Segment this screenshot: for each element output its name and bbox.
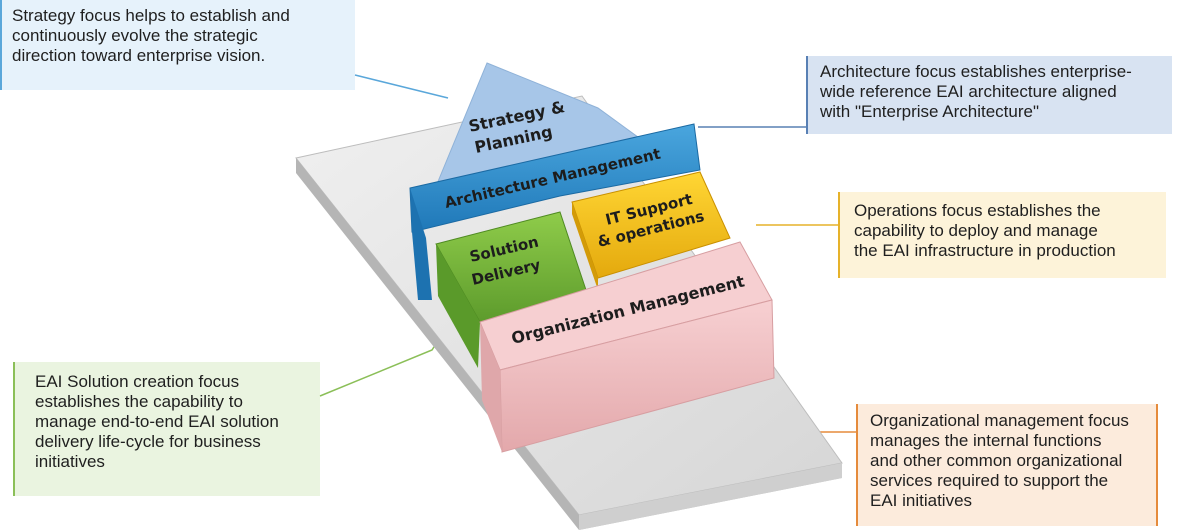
it-support-block: IT Support & operations — [571, 171, 731, 290]
architecture-callout: Architecture focus establishes enterpris… — [806, 56, 1172, 134]
operations-callout: Operations focus establishes the capabil… — [838, 192, 1166, 278]
strategy-connector — [354, 74, 449, 99]
solution-callout: EAI Solution creation focus establishes … — [13, 362, 320, 496]
organization-callout: Organizational management focus manages … — [856, 404, 1158, 526]
organization-management-block: Organization Management — [479, 241, 775, 453]
strategy-callout: Strategy focus helps to establish and co… — [0, 0, 355, 90]
solution-delivery-block: Solution Delivery — [435, 211, 589, 368]
strategy-planning-block: Strategy & Planning — [431, 62, 655, 197]
